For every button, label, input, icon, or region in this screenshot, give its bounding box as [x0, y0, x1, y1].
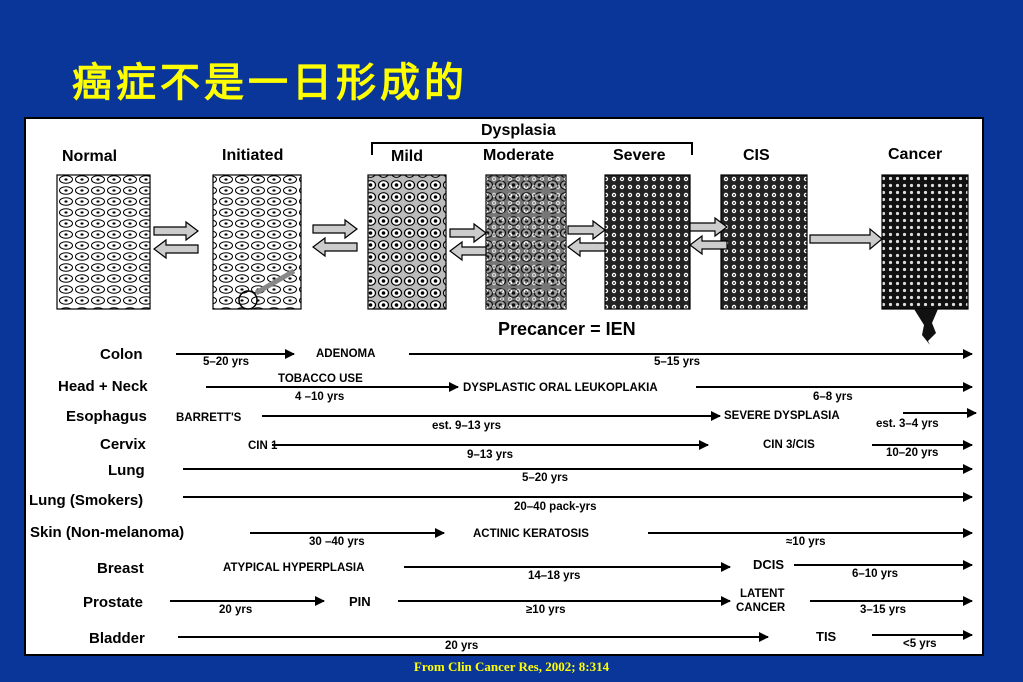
- arrow-back-3: [449, 240, 487, 262]
- invasion-tail: [914, 309, 938, 345]
- initiated-pointer: [254, 268, 296, 296]
- bl-time-1: 20 yrs: [445, 640, 478, 652]
- tissue-cis: [720, 174, 808, 310]
- stage-label-dysplasia: Dysplasia: [481, 122, 556, 139]
- organ-colon: Colon: [100, 346, 143, 363]
- skin-time-2: ≈10 yrs: [786, 536, 826, 548]
- organ-esophagus: Esophagus: [66, 408, 147, 425]
- eso-time-2: est. 3–4 yrs: [876, 418, 939, 430]
- br-time-1: 14–18 yrs: [528, 570, 580, 582]
- arrow-back-2: [312, 236, 358, 258]
- hn-time-2: 6–8 yrs: [813, 391, 853, 403]
- hn-time-1: 4 –10 yrs: [295, 391, 344, 403]
- stage-label-moderate: Moderate: [483, 147, 554, 164]
- organ-lung: Lung: [108, 462, 145, 479]
- citation: From Clin Cancer Res, 2002; 8:314: [413, 659, 610, 674]
- pr-time-3: 3–15 yrs: [860, 604, 906, 616]
- arrow-forward-4: [567, 219, 606, 241]
- pr-cancer: CANCER: [736, 602, 786, 614]
- stage-label-cis: CIS: [743, 147, 770, 164]
- stage-label-initiated: Initiated: [222, 147, 283, 164]
- slide-title: 癌症不是一日形成的: [72, 59, 468, 106]
- organ-head-neck: Head + Neck: [58, 378, 148, 395]
- progression-lines: [170, 349, 977, 642]
- colon-adenoma: ADENOMA: [316, 348, 375, 360]
- tissue-normal: [56, 174, 151, 310]
- tissue-moderate-overlay: [486, 175, 566, 309]
- organ-cervix: Cervix: [100, 436, 147, 453]
- arrow-back-5: [689, 234, 728, 256]
- arrow-forward-6: [809, 227, 883, 251]
- organ-bladder: Bladder: [89, 630, 145, 647]
- cer-time-1: 9–13 yrs: [467, 449, 513, 461]
- stage-label-mild: Mild: [391, 148, 423, 165]
- arrow-forward-5: [689, 216, 728, 238]
- skin-actinic: ACTINIC KERATOSIS: [473, 528, 589, 540]
- stage-label-severe: Severe: [613, 147, 666, 164]
- stage-label-normal: Normal: [62, 148, 117, 165]
- colon-time-2: 5–15 yrs: [654, 356, 700, 368]
- organ-skin: Skin (Non-melanoma): [30, 524, 184, 541]
- arrow-back-1: [153, 238, 199, 260]
- initiated-cell-circle: [238, 290, 258, 310]
- skin-time-1: 30 –40 yrs: [309, 536, 365, 548]
- eso-severe-dysplasia: SEVERE DYSPLASIA: [724, 410, 840, 422]
- eso-time-1: est. 9–13 yrs: [432, 420, 501, 432]
- tissue-severe-dysplasia: [604, 174, 691, 310]
- colon-time-1: 5–20 yrs: [203, 356, 249, 368]
- cer-time-2: 10–20 yrs: [886, 447, 938, 459]
- br-time-2: 6–10 yrs: [852, 568, 898, 580]
- br-atypical: ATYPICAL HYPERPLASIA: [223, 562, 364, 574]
- br-dcis: DCIS: [753, 557, 784, 572]
- organ-lung-smokers: Lung (Smokers): [29, 492, 143, 509]
- cancer-progression-diagram: Normal Initiated Dysplasia Mild Moderate…: [24, 117, 984, 656]
- tissue-initiated: [212, 174, 302, 310]
- pr-pin: PIN: [349, 594, 371, 609]
- arrow-forward-3: [449, 222, 487, 244]
- pr-latent: LATENT: [740, 588, 785, 600]
- lung-time: 5–20 yrs: [522, 472, 568, 484]
- tissue-mild-dysplasia: [367, 174, 447, 310]
- cer-cin3: CIN 3/CIS: [763, 439, 815, 451]
- tissue-cancer: [881, 174, 969, 310]
- bl-time-2: <5 yrs: [903, 638, 937, 650]
- arrow-forward-2: [312, 218, 358, 240]
- pr-time-2: ≥10 yrs: [526, 604, 566, 616]
- stage-label-cancer: Cancer: [888, 146, 942, 163]
- transition-arrows: [153, 216, 883, 262]
- cer-cin1: CIN 1: [248, 440, 278, 452]
- hn-leukoplakia: DYSPLASTIC ORAL LEUKOPLAKIA: [463, 382, 658, 394]
- hn-tobacco: TOBACCO USE: [278, 373, 363, 385]
- precancer-label: Precancer = IEN: [498, 319, 636, 339]
- organ-prostate: Prostate: [83, 594, 143, 611]
- arrow-back-4: [567, 236, 606, 258]
- diagram-canvas: Normal Initiated Dysplasia Mild Moderate…: [29, 122, 977, 652]
- lung-smokers-time: 20–40 pack-yrs: [514, 501, 596, 513]
- pr-time-1: 20 yrs: [219, 604, 252, 616]
- organ-breast: Breast: [97, 560, 144, 577]
- dysplasia-bracket: [371, 142, 693, 155]
- bl-tis: TIS: [816, 629, 837, 644]
- eso-barretts: BARRETT'S: [176, 412, 242, 424]
- arrow-forward-1: [153, 220, 199, 242]
